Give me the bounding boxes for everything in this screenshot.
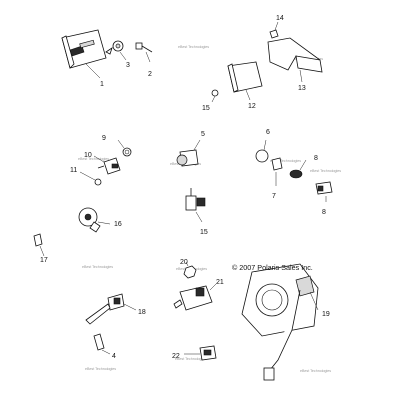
part-11-sensor xyxy=(93,155,121,175)
part-1-module xyxy=(227,61,263,101)
part-17-connector xyxy=(33,233,45,257)
watermark: eBest Technologies xyxy=(85,367,116,371)
callout-7: 6 xyxy=(266,129,270,136)
callout-2: 1 xyxy=(100,81,104,88)
part-8-bulb-right xyxy=(315,181,333,202)
part-4-clip xyxy=(105,40,127,61)
callout-13: 11 xyxy=(70,167,77,174)
callout-14: 13 xyxy=(298,85,306,92)
callout-6: 5 xyxy=(201,131,205,138)
part-8-bulb-left xyxy=(271,157,283,186)
callout-20: 20 xyxy=(180,259,188,266)
callout-1: 12 xyxy=(248,103,256,110)
watermark: eBest Technologies xyxy=(178,45,209,49)
callout-18: 18 xyxy=(138,309,146,316)
part-20-nut xyxy=(183,261,197,279)
callout-4: 3 xyxy=(126,62,130,69)
part-21-map-sensor xyxy=(173,283,217,311)
part-13-washer xyxy=(79,171,102,186)
part-16-knock-sensor xyxy=(78,207,111,233)
watermark: eBest Technologies xyxy=(78,157,109,161)
callout-labels: 1 3 2 14 13 12 15 9 10 11 5 6 8 7 8 15 1… xyxy=(40,15,330,360)
part-2-module xyxy=(61,29,107,79)
part-9-grommet xyxy=(289,159,307,179)
part-15-screw-lower xyxy=(211,89,219,103)
callout-15-upper: 14 xyxy=(276,15,284,22)
watermark: eBest Technologies xyxy=(82,265,113,269)
part-18-sensor xyxy=(85,293,137,325)
copyright-notice: © 2007 Polaris Sales Inc. xyxy=(232,263,313,272)
callout-19: 19 xyxy=(322,311,330,318)
part-12-temp-sensor xyxy=(185,188,206,223)
watermark: eBest Technologies xyxy=(300,369,331,373)
callout-10: 9 xyxy=(102,135,106,142)
part-10-oring xyxy=(117,139,132,157)
callout-3: 2 xyxy=(148,71,152,78)
part-14-bracket xyxy=(267,37,323,83)
part-15-clip-upper xyxy=(269,21,279,39)
callout-15-lower: 15 xyxy=(202,105,210,112)
callout-11: 10 xyxy=(84,152,92,159)
watermark: eBest Technologies xyxy=(270,159,301,163)
callout-22: 22 xyxy=(172,353,180,360)
callout-5: 4 xyxy=(112,353,116,360)
part-6-sensor xyxy=(176,139,201,167)
part-7-cap xyxy=(255,139,269,163)
callout-8-right: 8 xyxy=(322,209,326,216)
part-3-bolt xyxy=(135,42,153,63)
callout-9: 8 xyxy=(314,155,318,162)
watermark: eBest Technologies xyxy=(310,169,341,173)
part-19-throttle-body xyxy=(241,263,319,381)
watermark: eBest Technologies xyxy=(175,357,206,361)
callout-21: 21 xyxy=(216,279,224,286)
callout-8-left: 7 xyxy=(272,193,276,200)
callout-12: 15 xyxy=(200,229,208,236)
callout-17: 17 xyxy=(40,257,48,264)
part-5-tube xyxy=(93,333,111,355)
part-22-connector xyxy=(184,345,217,361)
callout-16: 16 xyxy=(114,221,122,228)
